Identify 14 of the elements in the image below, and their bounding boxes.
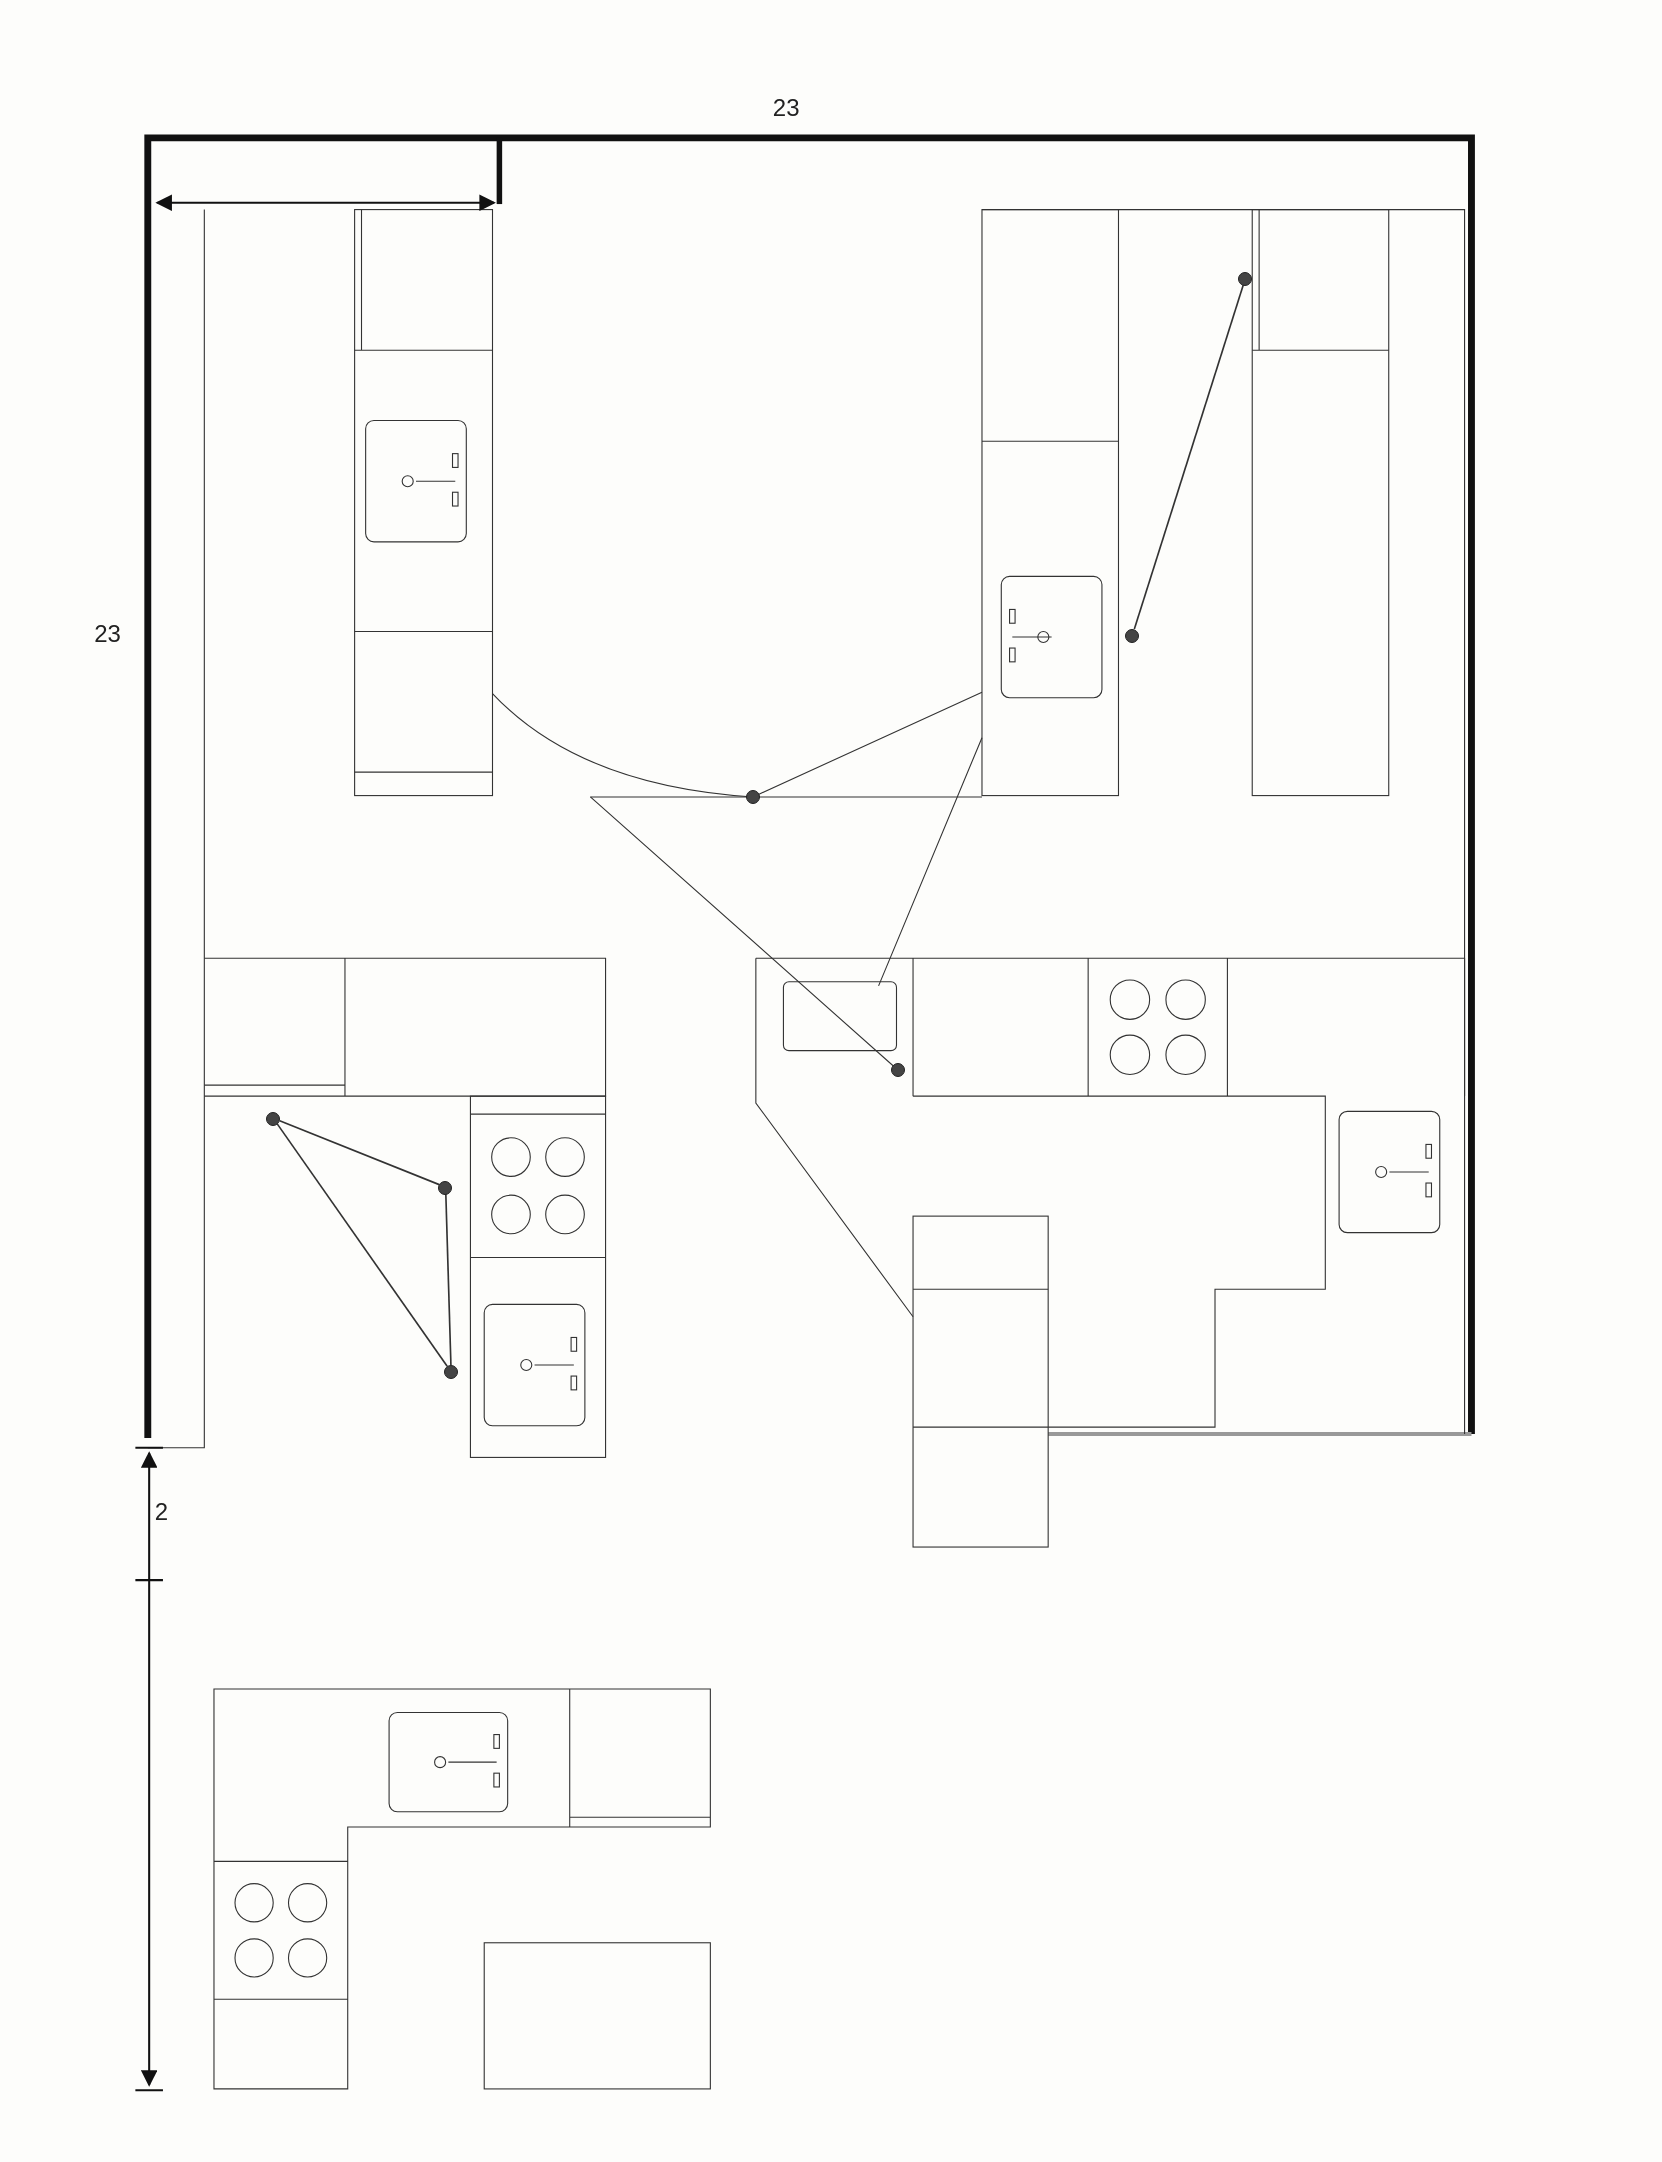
work-point-dot [746, 790, 761, 805]
work-point-dot [890, 1063, 905, 1078]
work-point-dot [1125, 628, 1140, 643]
work-point-dot [266, 1111, 281, 1126]
dimension-label: 2 [154, 1497, 169, 1526]
dimension-label: 23 [94, 620, 121, 649]
work-triangle-line [278, 1119, 441, 1186]
work-triangle-line [276, 1123, 448, 1368]
work-triangle-line [445, 1193, 452, 1366]
work-triangle-line [1133, 284, 1245, 630]
work-point-dot [438, 1180, 453, 1195]
dimension-label: 23 [772, 93, 800, 122]
work-point-dot [1238, 271, 1253, 286]
work-point-dot [444, 1365, 458, 1380]
